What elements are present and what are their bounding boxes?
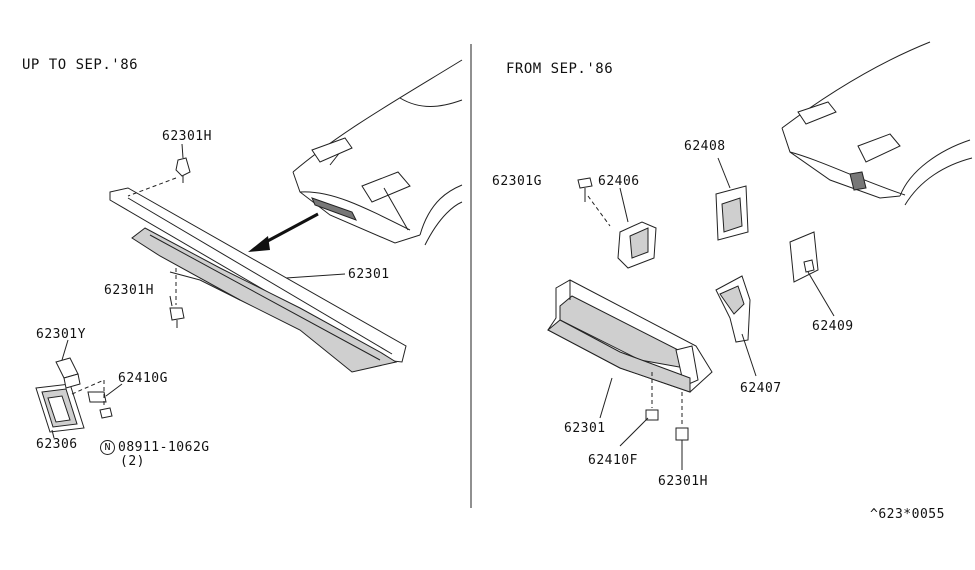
clip-62301h-right	[675, 392, 689, 446]
clip-62410g	[71, 379, 113, 419]
reference-code: ^623*0055	[870, 507, 945, 522]
label-62301-left: 62301	[348, 267, 390, 282]
duct-62407	[715, 275, 751, 343]
front-air-deflector-right	[547, 279, 713, 393]
car-front-right-illustration	[781, 41, 973, 206]
label-62406: 62406	[598, 174, 640, 189]
duct-62408	[715, 185, 749, 241]
label-62410f: 62410F	[588, 453, 638, 468]
label-62410g: 62410G	[118, 371, 168, 386]
label-62407: 62407	[740, 381, 782, 396]
label-08911-1062g: 08911-1062G	[118, 440, 210, 455]
clip-62301h-top	[127, 157, 191, 197]
section-header-right: FROM SEP.'86	[506, 61, 614, 77]
bracket-62409	[789, 231, 819, 283]
lamp-62306	[35, 383, 85, 433]
label-62301h-top: 62301H	[162, 129, 212, 144]
label-62409: 62409	[812, 319, 854, 334]
nut-symbol-circle: N	[100, 440, 115, 455]
label-nut-qty: (2)	[120, 454, 145, 469]
bracket-62406	[617, 221, 657, 269]
label-62301h-right: 62301H	[658, 474, 708, 489]
car-front-left-illustration	[292, 59, 463, 246]
front-air-deflector-left	[109, 187, 407, 373]
leaders-right	[599, 157, 835, 470]
clip-62410f	[645, 372, 659, 421]
label-62408: 62408	[684, 139, 726, 154]
label-62301-right: 62301	[564, 421, 606, 436]
label-62306: 62306	[36, 437, 78, 452]
bracket-62301y	[55, 357, 81, 389]
section-header-left: UP TO SEP.'86	[22, 57, 139, 73]
label-62301g: 62301G	[492, 174, 542, 189]
clip-62301h-mid	[169, 268, 185, 328]
label-62301y: 62301Y	[36, 327, 86, 342]
leaders-left	[51, 143, 346, 439]
install-arrow	[248, 212, 319, 252]
bolt-62301g	[577, 177, 611, 227]
label-62301h-mid: 62301H	[104, 283, 154, 298]
